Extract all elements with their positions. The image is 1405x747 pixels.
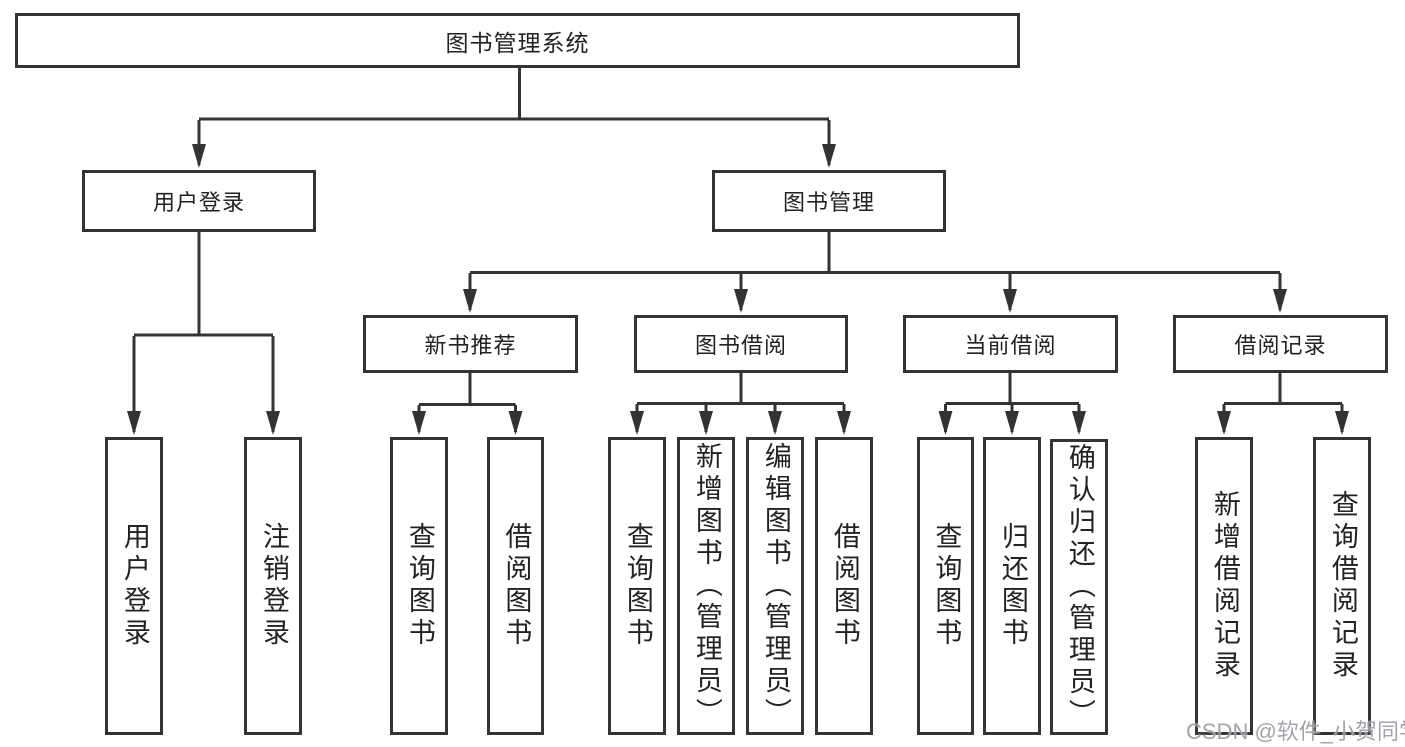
leaf-query-book-current: 查询图书 [917, 437, 974, 735]
leaf-return-book: 归还图书 [983, 437, 1041, 735]
leaf-edit-book-admin-label: 编辑图书（管理员） [760, 442, 791, 730]
node-root-label: 图书管理系统 [445, 29, 590, 56]
leaf-confirm-return-admin-label: 确认归还（管理员） [1064, 443, 1095, 731]
leaf-query-book-borrow-label: 查询图书 [622, 522, 653, 650]
node-book-borrow-label: 图书借阅 [694, 333, 787, 358]
node-user-login: 用户登录 [82, 170, 316, 232]
leaf-add-borrow-record-label: 新增借阅记录 [1209, 490, 1240, 682]
node-new-book-recommend-label: 新书推荐 [424, 333, 517, 358]
leaf-add-borrow-record: 新增借阅记录 [1195, 437, 1253, 735]
leaf-query-book-borrow: 查询图书 [608, 437, 666, 735]
leaf-user-login: 用户登录 [105, 437, 163, 735]
leaf-add-book-admin: 新增图书（管理员） [677, 437, 735, 735]
leaf-logout-label: 注销登录 [258, 522, 289, 650]
node-book-borrow: 图书借阅 [634, 315, 848, 373]
leaf-user-login-label: 用户登录 [119, 522, 150, 650]
leaf-return-book-label: 归还图书 [997, 522, 1028, 650]
node-current-borrow-label: 当前借阅 [964, 333, 1057, 358]
node-borrow-records-label: 借阅记录 [1234, 333, 1327, 358]
node-book-management: 图书管理 [712, 170, 946, 232]
node-user-login-label: 用户登录 [152, 190, 245, 215]
leaf-query-book-recommend: 查询图书 [390, 437, 448, 735]
leaf-query-borrow-record: 查询借阅记录 [1313, 437, 1371, 735]
leaf-query-book-recommend-label: 查询图书 [404, 522, 435, 650]
leaf-confirm-return-admin: 确认归还（管理员） [1050, 439, 1108, 735]
leaf-borrow-book-recommend-label: 借阅图书 [501, 522, 532, 650]
leaf-borrow-book: 借阅图书 [815, 437, 873, 735]
node-book-management-label: 图书管理 [782, 190, 875, 215]
leaf-query-borrow-record-label: 查询借阅记录 [1327, 490, 1358, 682]
leaf-add-book-admin-label: 新增图书（管理员） [691, 442, 722, 730]
node-borrow-records: 借阅记录 [1173, 315, 1388, 373]
leaf-borrow-book-label: 借阅图书 [829, 522, 860, 650]
leaf-logout: 注销登录 [244, 437, 302, 735]
leaf-edit-book-admin: 编辑图书（管理员） [746, 437, 804, 735]
node-current-borrow: 当前借阅 [903, 315, 1118, 373]
node-new-book-recommend: 新书推荐 [363, 315, 578, 373]
leaf-query-book-current-label: 查询图书 [931, 522, 962, 650]
leaf-borrow-book-recommend: 借阅图书 [487, 437, 544, 735]
node-root: 图书管理系统 [15, 13, 1020, 68]
csdn-watermark: CSDN @软件_小贺同学 [1186, 719, 1405, 744]
